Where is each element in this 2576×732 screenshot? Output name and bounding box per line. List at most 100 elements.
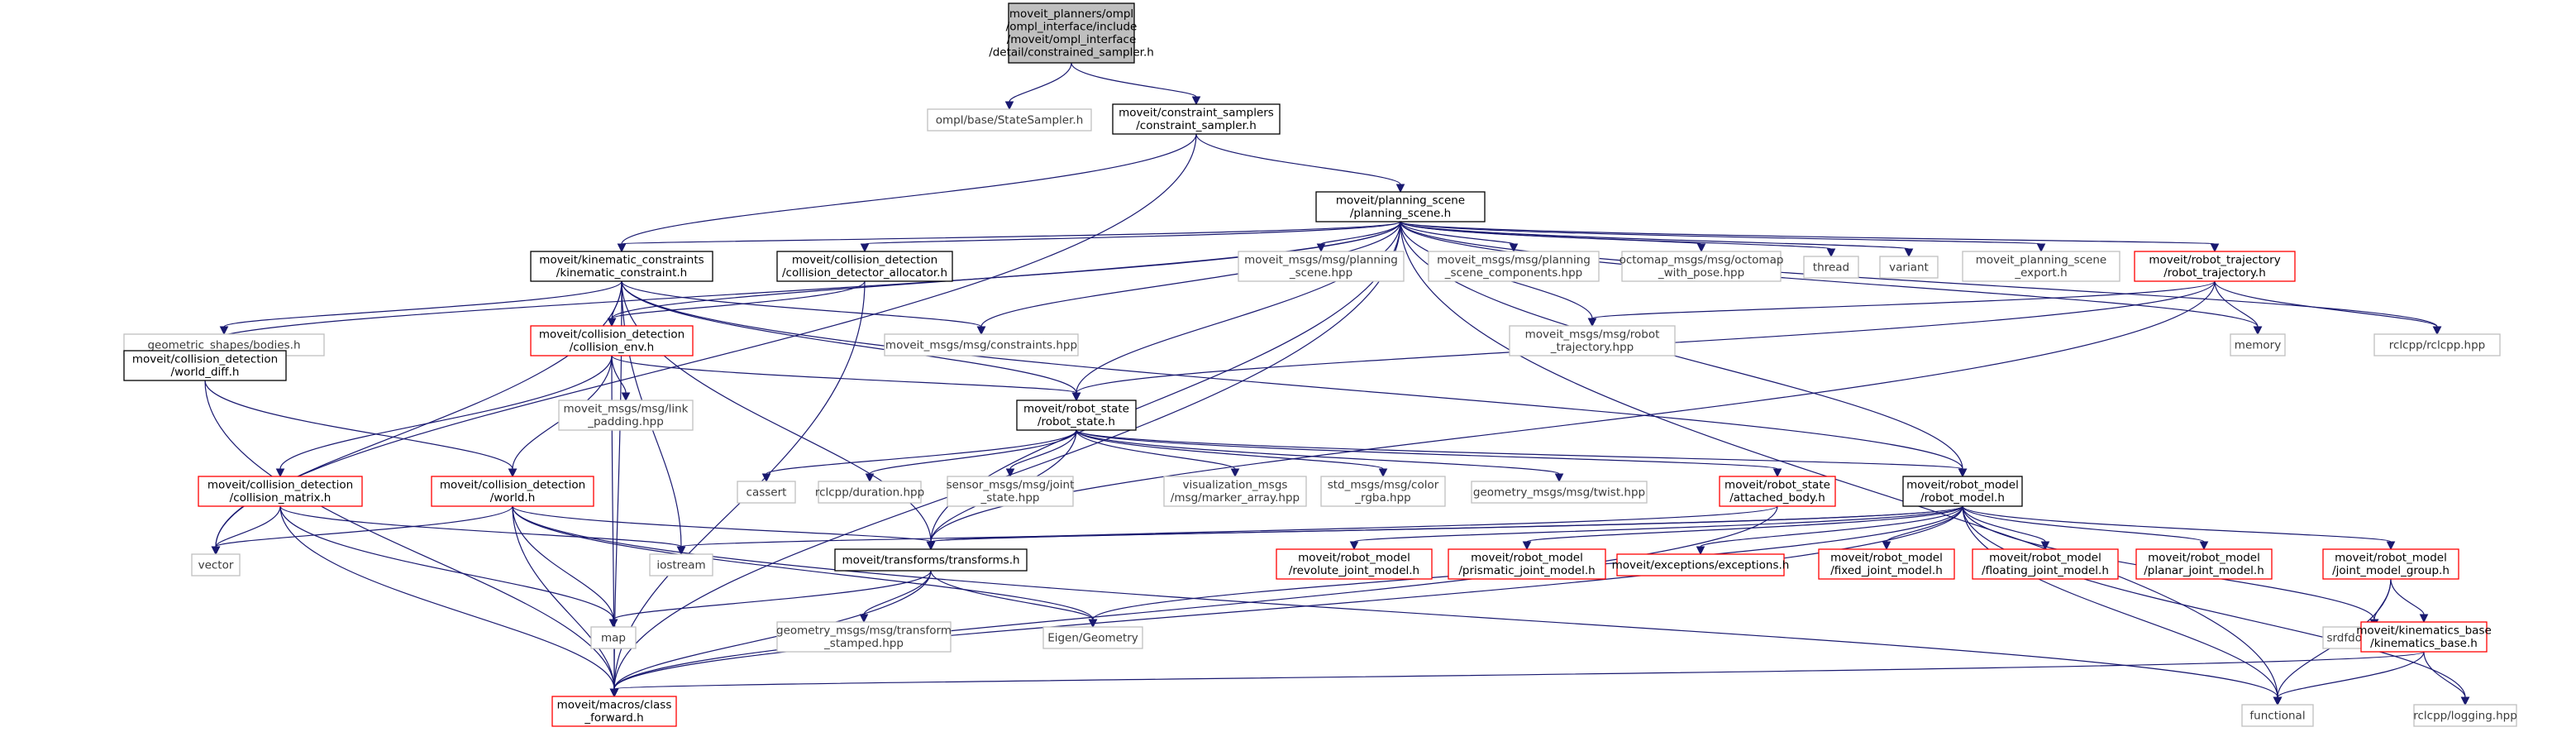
edge-line bbox=[215, 505, 281, 548]
node-label-line: moveit_msgs/msg/planning bbox=[1244, 254, 1398, 267]
node-label-line: geometric_shapes/bodies.h bbox=[147, 338, 300, 352]
arrowhead bbox=[275, 468, 285, 478]
node-label-line: moveit/macros/class bbox=[557, 699, 672, 712]
edge-collision_matrix-to-vector bbox=[211, 505, 281, 556]
node-collision-matrix[interactable]: moveit/collision_detection/collision_mat… bbox=[198, 476, 363, 507]
node-map: map bbox=[590, 626, 637, 649]
edge-planning_scene-to-thread bbox=[1400, 221, 1836, 258]
node-box bbox=[1276, 548, 1433, 580]
edge-line bbox=[863, 570, 932, 615]
node-exceptions[interactable]: moveit/exceptions/exceptions.h bbox=[1612, 553, 1790, 577]
node-constraint-sampler[interactable]: moveit/constraint_samplers/constraint_sa… bbox=[1112, 103, 1281, 135]
edge-line bbox=[2373, 578, 2392, 620]
edge-kinematics_base-to-functional bbox=[2273, 651, 2425, 706]
node-class-forward[interactable]: moveit/macros/class_forward.h bbox=[551, 696, 677, 727]
node-box bbox=[1719, 476, 1836, 507]
node-revolute[interactable]: moveit/robot_model/revolute_joint_model.… bbox=[1276, 548, 1433, 580]
node-label-line: /collision_matrix.h bbox=[230, 491, 332, 505]
node-robot-model[interactable]: moveit/robot_model/robot_model.h bbox=[1902, 476, 2023, 507]
edge-world_diff-to-class_forward bbox=[204, 380, 619, 698]
edge-robot_model-to-logging bbox=[1962, 505, 2470, 706]
node-cassert: cassert bbox=[737, 481, 796, 504]
node-label-line: moveit_planning_scene bbox=[1976, 254, 2106, 267]
edge-line bbox=[279, 355, 613, 470]
node-label-line: moveit/collision_detection bbox=[539, 328, 685, 342]
edge-line bbox=[869, 429, 1077, 475]
edge-line bbox=[1400, 221, 2042, 245]
node-label-line: thread bbox=[1813, 261, 1849, 274]
arrowhead bbox=[2036, 243, 2046, 253]
node-variant: variant bbox=[1879, 256, 1939, 279]
node-label-line: Eigen/Geometry bbox=[1047, 631, 1138, 644]
edge-line bbox=[1009, 62, 1072, 103]
node-box bbox=[1238, 251, 1405, 282]
node-label-line: moveit_msgs/msg/robot bbox=[1525, 328, 1660, 342]
node-label-line: moveit/collision_detection bbox=[792, 254, 937, 267]
edge-line bbox=[204, 380, 513, 470]
node-label-line: _state.hpp bbox=[980, 491, 1040, 505]
node-transforms[interactable]: moveit/transforms/transforms.h bbox=[834, 548, 1028, 572]
edge-robot_state-to-robot_model bbox=[1076, 429, 1968, 478]
edge-world-to-vector bbox=[211, 505, 513, 556]
node-twist: geometry_msgs/msg/twist.hpp bbox=[1471, 481, 1648, 504]
node-joint-state: sensor_msgs/msg/joint_state.hpp bbox=[947, 476, 1075, 507]
node-box bbox=[947, 476, 1074, 507]
edge-robot_state-to-attached_body bbox=[1076, 429, 1782, 478]
arrowhead bbox=[609, 688, 619, 698]
node-statesampler: ompl/base/StateSampler.h bbox=[927, 108, 1092, 132]
node-joint-model-group[interactable]: moveit/robot_model/joint_model_group.h bbox=[2322, 548, 2459, 580]
node-msg-planning-scene: moveit_msgs/msg/planning_scene.hpp bbox=[1238, 251, 1405, 282]
node-msg-scene-components: moveit_msgs/msg/planning_scene_component… bbox=[1428, 251, 1600, 282]
node-label-line: moveit/planning_scene bbox=[1336, 194, 1465, 208]
arrowhead bbox=[859, 614, 869, 624]
node-octomap-msg: octomap_msgs/msg/octomap_with_pose.hpp bbox=[1620, 251, 1783, 282]
node-label-line: /prismatic_joint_model.h bbox=[1458, 564, 1595, 577]
edge-planning_scene-to-variant bbox=[1400, 221, 1914, 258]
node-box bbox=[1879, 256, 1939, 279]
arrowhead bbox=[1554, 473, 1564, 483]
edge-line bbox=[613, 505, 1778, 690]
edge-line bbox=[613, 221, 1401, 690]
arrowhead bbox=[2386, 541, 2396, 551]
edge-attached_body-to-class_forward bbox=[609, 505, 1778, 698]
edge-line bbox=[864, 221, 1401, 245]
node-robot-trajectory[interactable]: moveit/robot_trajectory/robot_trajectory… bbox=[2134, 251, 2296, 282]
edge-robot_state-to-joint_state bbox=[1005, 429, 1077, 478]
edge-line bbox=[1700, 505, 1963, 548]
node-world-diff[interactable]: moveit/collision_detection/world_diff.h bbox=[123, 350, 287, 381]
node-root[interactable]: moveit_planners/ompl/ompl_interface/incl… bbox=[989, 2, 1154, 64]
node-iostream: iostream bbox=[649, 553, 713, 577]
node-attached-body[interactable]: moveit/robot_state/attached_body.h bbox=[1719, 476, 1836, 507]
node-robot-state[interactable]: moveit/robot_state/robot_state.h bbox=[1016, 399, 1137, 431]
node-label-line: rclcpp/logging.hpp bbox=[2413, 709, 2517, 722]
node-fixed[interactable]: moveit/robot_model/fixed_joint_model.h bbox=[1818, 548, 1955, 580]
node-cd-allocator[interactable]: moveit/collision_detection/collision_det… bbox=[776, 251, 953, 282]
edge-line bbox=[279, 505, 614, 620]
node-label-line: sensor_msgs/msg/joint bbox=[947, 479, 1075, 492]
edge-line bbox=[621, 280, 1077, 394]
node-planning-scene[interactable]: moveit/planning_scene/planning_scene.h bbox=[1315, 191, 1486, 222]
node-label-line: moveit/collision_detection bbox=[440, 479, 585, 492]
edge-line bbox=[930, 570, 1094, 620]
node-world[interactable]: moveit/collision_detection/world.h bbox=[431, 476, 594, 507]
node-collision-env[interactable]: moveit/collision_detection/collision_env… bbox=[530, 325, 694, 356]
edge-robot_model-to-joint_model_group bbox=[1962, 505, 2396, 551]
edge-line bbox=[512, 505, 2278, 698]
edge-robot_trajectory-to-memory bbox=[2214, 280, 2263, 336]
node-box bbox=[1112, 103, 1281, 135]
node-box bbox=[2134, 251, 2296, 282]
arrowhead bbox=[1882, 541, 1891, 551]
node-label-line: moveit/robot_model bbox=[1830, 552, 1943, 565]
edge-planning_scene-to-msg_scene_components bbox=[1400, 221, 1519, 253]
node-planar[interactable]: moveit/robot_model/planar_joint_model.h bbox=[2135, 548, 2273, 580]
edge-transforms-to-transform_stamped bbox=[859, 570, 932, 624]
node-kinematics-base[interactable]: moveit/kinematics_base/kinematics_base.h bbox=[2356, 621, 2492, 653]
node-prismatic[interactable]: moveit/robot_model/prismatic_joint_model… bbox=[1448, 548, 1606, 580]
edge-planning_scene-to-scene_export bbox=[1400, 221, 2046, 253]
node-kinematic-constraint[interactable]: moveit/kinematic_constraints/kinematic_c… bbox=[530, 251, 713, 282]
node-floating[interactable]: moveit/robot_model/floating_joint_model.… bbox=[1972, 548, 2119, 580]
arrowhead bbox=[926, 541, 936, 551]
node-label-line: /collision_env.h bbox=[570, 341, 654, 354]
node-box bbox=[1818, 548, 1955, 580]
